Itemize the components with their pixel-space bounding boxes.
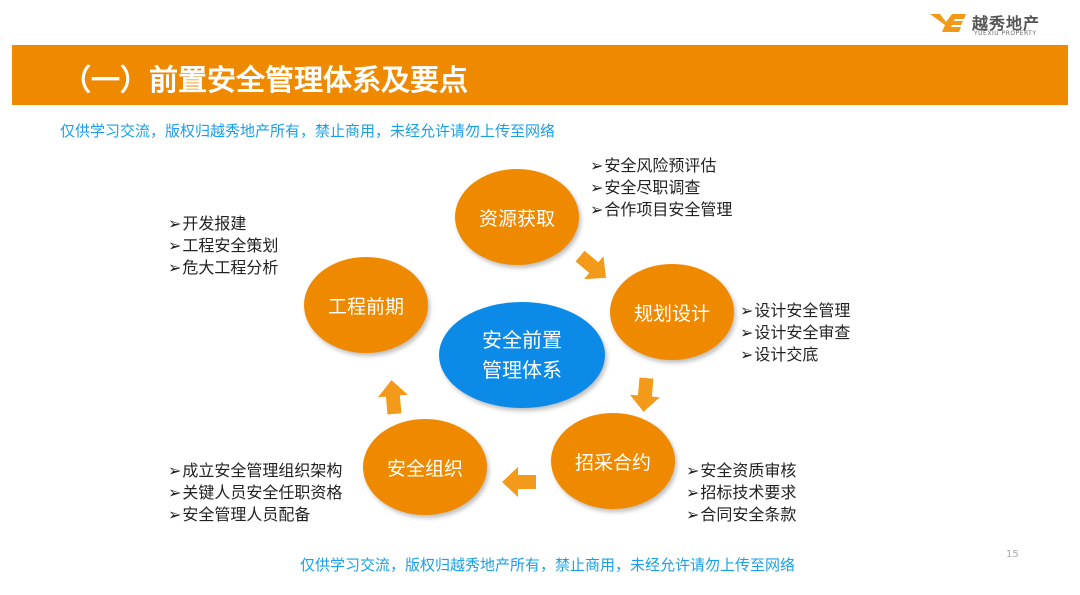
list-item: 合同安全条款 [686, 504, 796, 526]
arrow-down-icon [629, 377, 660, 412]
page-number: 15 [1006, 549, 1019, 560]
list-item: 安全管理人员配备 [168, 504, 342, 526]
list-item: 设计安全管理 [740, 300, 850, 322]
list-item: 安全风险预评估 [590, 155, 732, 177]
center-node: 安全前置 管理体系 [439, 302, 605, 408]
logo: 越秀地产 YUEXIU PROPERTY [930, 10, 1050, 40]
logo-en: YUEXIU PROPERTY [974, 30, 1037, 37]
list-resource: 安全风险预评估 安全尽职调查 合作项目安全管理 [590, 155, 732, 221]
watermark: 仅供学习交流，版权归越秀地产所有，禁止商用，未经允许请勿上传至网络 [300, 556, 796, 574]
center-line1: 安全前置 [482, 328, 562, 352]
list-item: 开发报建 [168, 213, 278, 235]
list-item: 设计安全审查 [740, 322, 850, 344]
list-item: 工程安全策划 [168, 235, 278, 257]
list-item: 设计交底 [740, 344, 850, 366]
list-organization: 成立安全管理组织架构 关键人员安全任职资格 安全管理人员配备 [168, 460, 342, 526]
arrow-left-icon [502, 467, 536, 497]
page-title: （一）前置安全管理体系及要点 [62, 63, 469, 97]
title-bar: （一）前置安全管理体系及要点 [12, 45, 1068, 105]
node-design: 规划设计 [610, 264, 734, 360]
watermark: 仅供学习交流，版权归越秀地产所有，禁止商用，未经允许请勿上传至网络 [60, 122, 556, 140]
list-design: 设计安全管理 设计安全审查 设计交底 [740, 300, 850, 366]
list-procurement: 安全资质审核 招标技术要求 合同安全条款 [686, 460, 796, 526]
list-item: 安全尽职调查 [590, 177, 732, 199]
arrow-right-icon [575, 250, 607, 280]
node-procurement: 招采合约 [551, 413, 675, 509]
list-item: 成立安全管理组织架构 [168, 460, 342, 482]
list-item: 合作项目安全管理 [590, 199, 732, 221]
arrow-up-icon [377, 380, 408, 415]
list-item: 关键人员安全任职资格 [168, 482, 342, 504]
yuexiu-logo-icon [930, 14, 966, 32]
list-item: 安全资质审核 [686, 460, 796, 482]
center-line2: 管理体系 [482, 358, 562, 382]
list-preliminary: 开发报建 工程安全策划 危大工程分析 [168, 213, 278, 279]
node-organization: 安全组织 [363, 419, 487, 515]
node-preliminary: 工程前期 [304, 257, 428, 353]
logo-cn: 越秀地产 [972, 14, 1041, 33]
list-item: 危大工程分析 [168, 257, 278, 279]
list-item: 招标技术要求 [686, 482, 796, 504]
node-resource: 资源获取 [455, 169, 579, 265]
